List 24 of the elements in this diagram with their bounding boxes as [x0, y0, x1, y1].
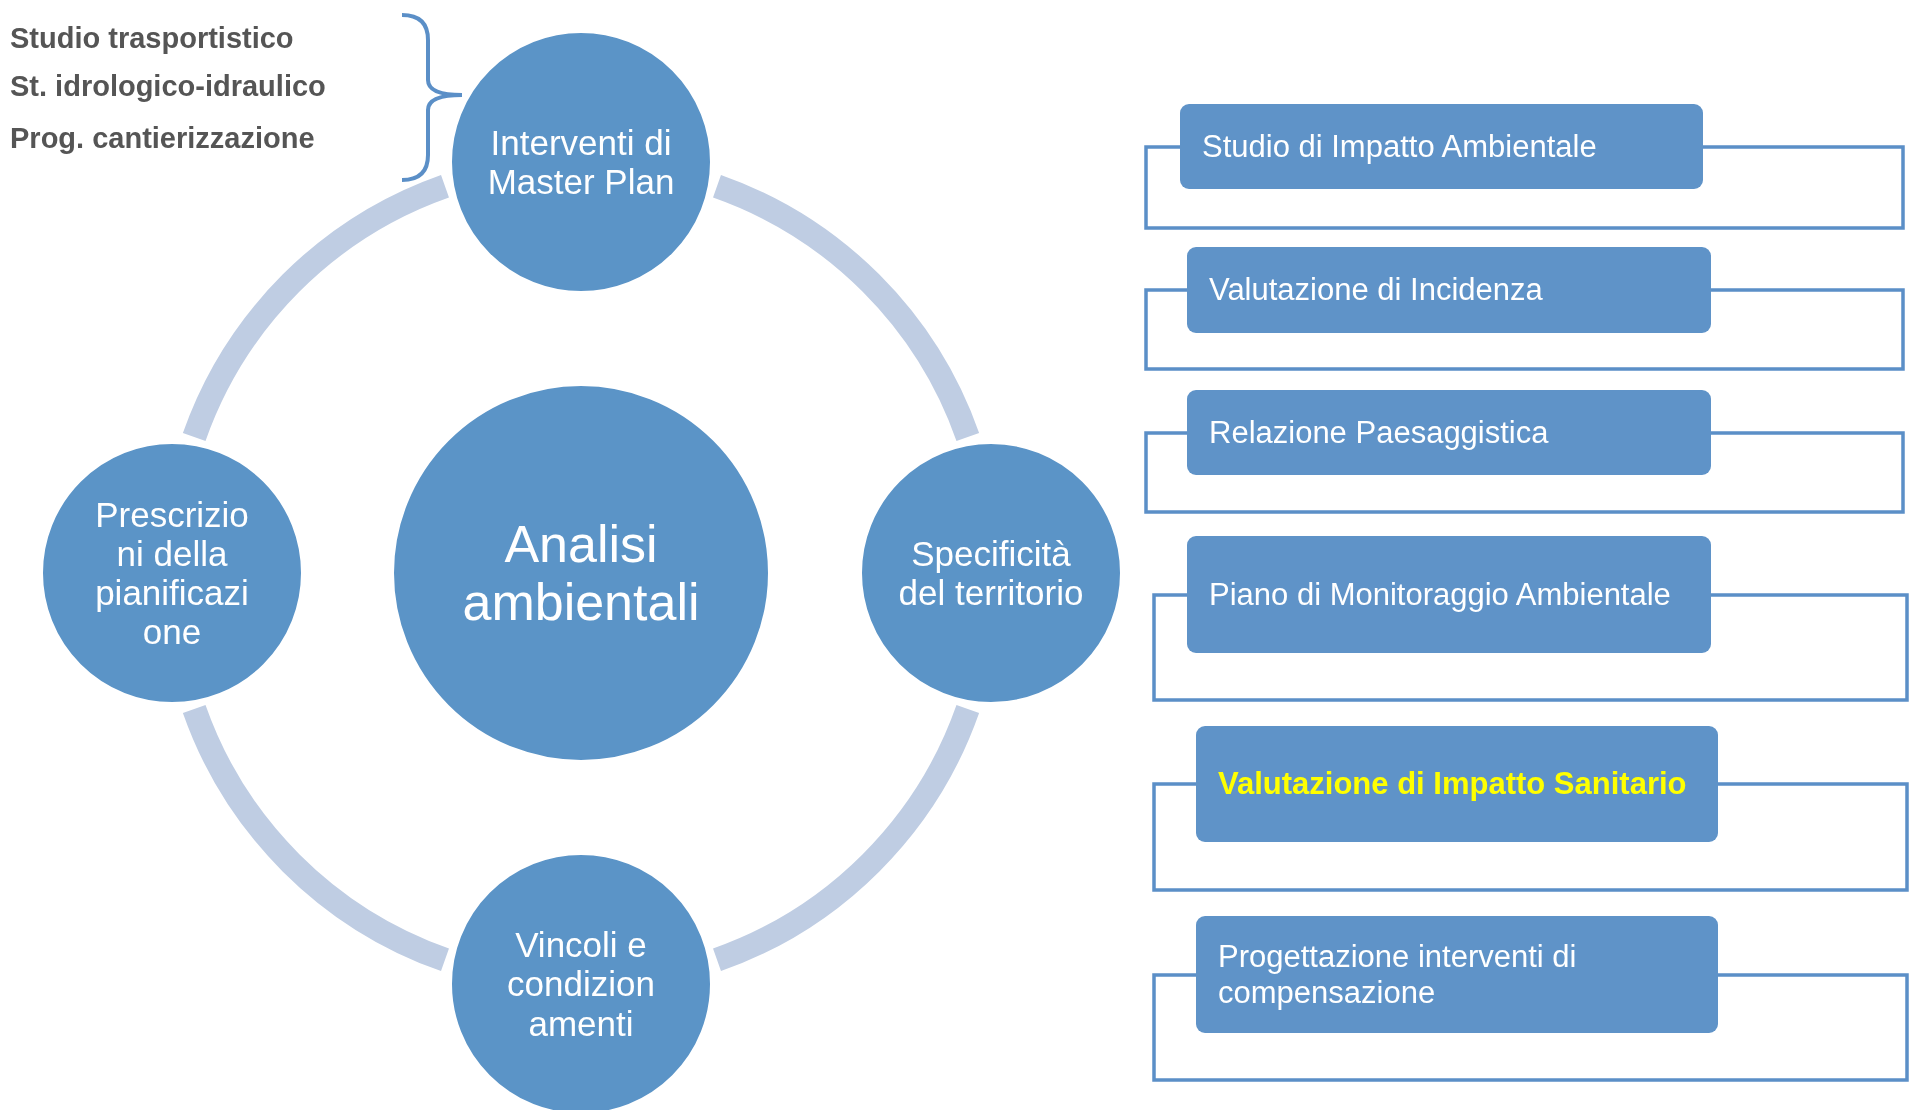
box-label: Progettazione interventi di compensazione	[1218, 938, 1578, 1011]
ring-connector	[183, 175, 450, 442]
circle-label: Prescrizio ni della pianificazi one	[94, 494, 250, 652]
ring-connector	[712, 704, 979, 971]
box-label: Valutazione di Impatto Sanitario	[1218, 766, 1687, 802]
document-box	[1196, 916, 1718, 1033]
document-box	[1187, 247, 1711, 333]
box-label: Valutazione di Incidenza	[1209, 272, 1543, 308]
document-box	[1187, 536, 1711, 653]
study-label: Prog. cantierizzazione	[10, 122, 315, 155]
circle-label: Vincoli e condizion amenti	[506, 925, 656, 1043]
box-label: Relazione Paesaggistica	[1209, 414, 1549, 451]
ring-connector	[183, 704, 450, 971]
box-label: Piano di Monitoraggio Ambientale	[1209, 576, 1671, 613]
study-label: St. idrologico-idraulico	[10, 70, 326, 103]
circle-label: Specificità del territorio	[897, 533, 1085, 613]
ring-connector	[712, 175, 979, 442]
box-label: Studio di Impatto Ambientale	[1202, 128, 1597, 165]
study-label: Studio trasportistico	[10, 22, 294, 55]
circle-label: Analisi ambientali	[461, 514, 701, 632]
document-box	[1180, 104, 1703, 189]
circle-label: Interventi di Master Plan	[486, 122, 676, 202]
document-box	[1187, 390, 1711, 475]
document-box	[1196, 726, 1718, 842]
